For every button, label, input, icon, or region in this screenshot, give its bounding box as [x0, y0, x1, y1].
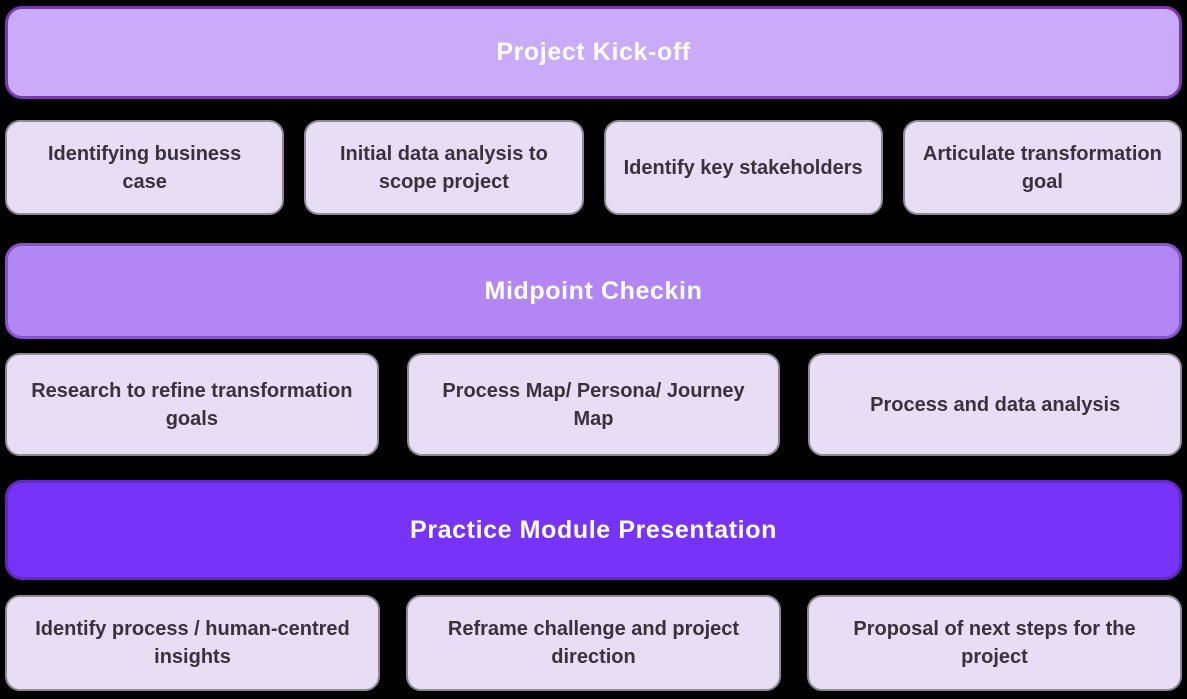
- phase-title: Midpoint Checkin: [484, 276, 703, 305]
- task-box-research-to-refine-goals: Research to refine transformation goals: [5, 353, 379, 456]
- task-box-process-map-persona-journey-map: Process Map/ Persona/ Journey Map: [406, 353, 781, 456]
- task-label: Reframe challenge and project direction: [447, 618, 740, 668]
- task-label: Initial data analysis to scope project: [339, 142, 548, 193]
- task-label: Process and data analysis: [870, 393, 1121, 416]
- task-box-reframe-challenge-project-direction: Reframe challenge and project direction: [406, 595, 781, 691]
- task-box-proposal-next-steps: Proposal of next steps for the project: [807, 595, 1182, 691]
- phase-header-practice-module-presentation: Practice Module Presentation: [5, 480, 1182, 580]
- phase-header-project-kickoff: Project Kick-off: [5, 6, 1182, 99]
- task-label: Identifying business case: [47, 142, 242, 193]
- task-box-process-and-data-analysis: Process and data analysis: [808, 353, 1183, 456]
- phase-tasks-row-kickoff: Identifying business case Initial data a…: [5, 120, 1182, 215]
- task-label: Articulate transformation goal: [922, 142, 1162, 193]
- task-box-identify-key-stakeholders: Identify key stakeholders: [603, 120, 883, 215]
- task-box-articulate-transformation-goal: Articulate transformation goal: [902, 120, 1182, 215]
- task-label: Research to refine transformation goals: [31, 379, 353, 430]
- task-box-initial-data-analysis: Initial data analysis to scope project: [304, 120, 584, 215]
- phase-tasks-row-presentation: Identify process / human-centred insight…: [5, 595, 1182, 691]
- project-process-diagram: Project Kick-off Identifying business ca…: [0, 6, 1187, 699]
- task-box-identify-process-human-centred-insights: Identify process / human-centred insight…: [5, 595, 380, 691]
- phase-title: Project Kick-off: [496, 38, 691, 66]
- task-box-identifying-business-case: Identifying business case: [5, 120, 285, 215]
- task-label: Identify key stakeholders: [623, 156, 863, 179]
- task-label: Process Map/ Persona/ Journey Map: [442, 379, 745, 430]
- task-label: Identify process / human-centred insight…: [35, 618, 350, 668]
- phase-tasks-row-midpoint: Research to refine transformation goals …: [5, 353, 1183, 456]
- phase-title: Practice Module Presentation: [410, 515, 777, 544]
- task-label: Proposal of next steps for the project: [853, 618, 1136, 668]
- phase-header-midpoint-checkin: Midpoint Checkin: [5, 243, 1182, 339]
